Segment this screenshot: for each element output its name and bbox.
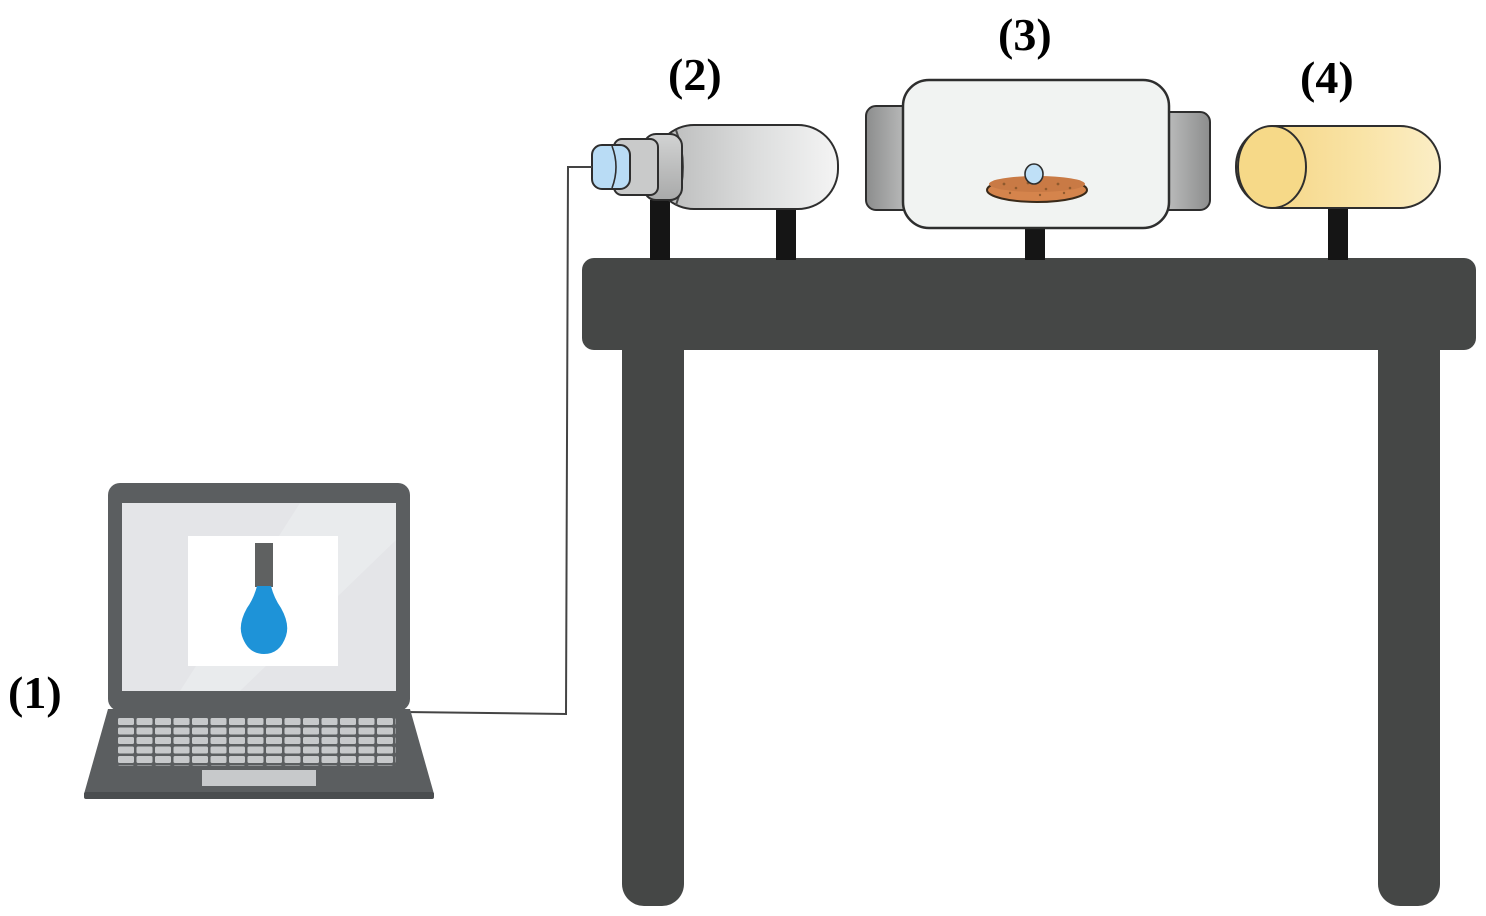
sample-droplet bbox=[1024, 163, 1044, 185]
label-light-source: (4) bbox=[1300, 52, 1354, 103]
table-icon bbox=[582, 258, 1476, 906]
camera-lens bbox=[591, 144, 631, 190]
sample-chamber-icon bbox=[865, 78, 1211, 260]
table-top bbox=[582, 258, 1476, 350]
laptop-icon bbox=[84, 483, 434, 799]
droplet-icon bbox=[240, 586, 288, 654]
table-leg-left bbox=[622, 318, 684, 906]
data-cable bbox=[404, 166, 592, 716]
chamber-body bbox=[901, 78, 1171, 230]
light-end-cap bbox=[1237, 125, 1307, 209]
camera-stand-right bbox=[776, 200, 796, 260]
chamber-stand bbox=[1025, 222, 1045, 260]
light-source-icon bbox=[1235, 125, 1441, 260]
camera-stand-left bbox=[650, 200, 670, 260]
needle-icon bbox=[255, 543, 273, 587]
light-stand bbox=[1328, 204, 1348, 260]
label-camera: (2) bbox=[668, 49, 722, 100]
camera-icon bbox=[591, 124, 839, 260]
table-leg-right bbox=[1378, 318, 1440, 906]
laptop-touchpad bbox=[202, 770, 316, 786]
label-laptop: (1) bbox=[8, 667, 62, 718]
label-chamber: (3) bbox=[998, 9, 1052, 60]
laptop-keyboard bbox=[118, 718, 396, 766]
